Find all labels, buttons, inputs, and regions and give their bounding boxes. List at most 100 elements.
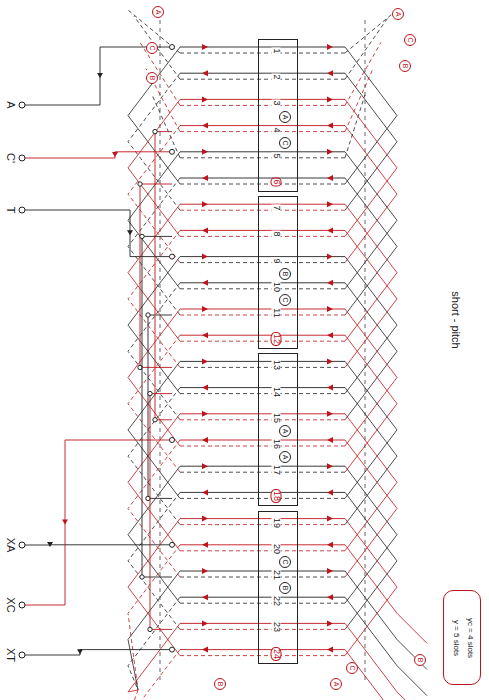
terminal-label: C'	[5, 152, 16, 164]
current-arrow	[202, 542, 208, 548]
coil-end	[152, 95, 180, 158]
coil-end	[128, 309, 180, 446]
current-arrow	[327, 96, 333, 102]
coil-side	[180, 341, 345, 342]
frame-line	[160, 20, 161, 680]
slot-number: 10	[272, 281, 281, 293]
lead-end	[170, 149, 175, 154]
slot-number: 1	[272, 47, 281, 54]
coil-side	[180, 419, 345, 420]
coil-side	[180, 53, 345, 54]
current-arrow	[327, 463, 333, 469]
slot-number: 9	[272, 257, 281, 264]
terminal-label: XT	[5, 647, 16, 663]
slot-number: 19	[272, 517, 281, 529]
coil-side	[180, 446, 345, 447]
coil-end	[128, 283, 180, 420]
coil-end	[345, 414, 397, 551]
slot-number: 12	[272, 333, 281, 345]
slot-number: 7	[272, 205, 281, 212]
current-arrow	[327, 70, 333, 76]
current-arrow	[202, 332, 208, 338]
slot-group-box: 131415A16A1718	[258, 353, 298, 506]
current-arrow	[327, 437, 333, 443]
current-arrow	[202, 123, 208, 129]
slot-number: 16	[272, 438, 281, 450]
diagram-title-note: short - pitch	[450, 290, 461, 349]
current-arrow	[202, 227, 208, 233]
current-arrow	[47, 542, 53, 547]
slot-number: 23	[272, 621, 281, 633]
coil-side	[180, 603, 345, 604]
current-arrow	[202, 358, 208, 364]
current-arrow	[327, 201, 333, 207]
phase-callout: C	[346, 662, 358, 674]
coil-side	[180, 655, 345, 656]
phase-callout: A	[392, 8, 404, 20]
current-arrow	[202, 516, 208, 522]
current-arrow	[62, 520, 68, 525]
coil-side	[180, 315, 345, 316]
current-arrow	[327, 149, 333, 155]
coil-end	[128, 178, 180, 315]
current-arrow	[327, 542, 333, 548]
coil-end	[128, 230, 180, 367]
current-arrow	[97, 73, 103, 78]
lead-wire	[25, 650, 172, 655]
slot-number: 14	[272, 386, 281, 398]
winding-pitch-note: y = 5 slotsyc = 4 slots	[443, 590, 481, 685]
terminal	[19, 207, 25, 213]
coil-end	[128, 414, 180, 551]
current-arrow	[127, 230, 133, 235]
slot-group-box: 123A4C56	[258, 39, 298, 192]
slot-number: 21	[272, 569, 281, 581]
coil-end	[345, 440, 397, 577]
phase-letter: B	[279, 268, 291, 280]
jumper-wire	[142, 236, 172, 577]
coil-end	[345, 519, 397, 656]
coil-end	[345, 257, 397, 394]
phase-letter: A	[279, 111, 291, 123]
coil-end	[345, 388, 397, 525]
slot-number: 11	[272, 307, 281, 318]
coil-end	[345, 152, 397, 289]
current-arrow	[202, 70, 208, 76]
coil-end	[128, 204, 180, 341]
junction	[138, 365, 142, 369]
current-arrow	[202, 411, 208, 417]
coil-side	[180, 131, 345, 132]
current-arrow	[202, 149, 208, 155]
current-arrow	[202, 280, 208, 286]
junction	[138, 182, 142, 186]
current-arrow	[202, 437, 208, 443]
junction	[146, 313, 150, 317]
current-arrow	[327, 568, 333, 574]
coil-end	[128, 361, 180, 498]
coil-end	[128, 47, 180, 184]
coil-side	[180, 498, 345, 499]
coil-end	[345, 283, 397, 420]
coil-end	[345, 230, 397, 367]
slot-number: 22	[272, 595, 281, 607]
current-arrow	[202, 620, 208, 626]
coil-end	[345, 99, 397, 236]
phase-callout: A	[152, 6, 164, 18]
current-arrow	[327, 411, 333, 417]
phase-letter: C	[279, 556, 291, 568]
current-arrow	[202, 568, 208, 574]
terminal-label: XA	[5, 537, 16, 554]
coil-end	[345, 73, 397, 210]
current-arrow	[202, 254, 208, 260]
lead-wire	[25, 47, 172, 105]
current-arrow	[202, 201, 208, 207]
current-arrow	[77, 649, 83, 654]
slot-number: 8	[272, 231, 281, 238]
phase-letter: C	[279, 137, 291, 149]
terminal	[19, 542, 25, 548]
current-arrow	[327, 175, 333, 181]
current-arrow	[327, 516, 333, 522]
slot-number: 4	[272, 126, 281, 133]
terminal	[19, 602, 25, 608]
slot-group-box: 789B10C1112	[258, 196, 298, 349]
coil-end	[345, 650, 427, 700]
